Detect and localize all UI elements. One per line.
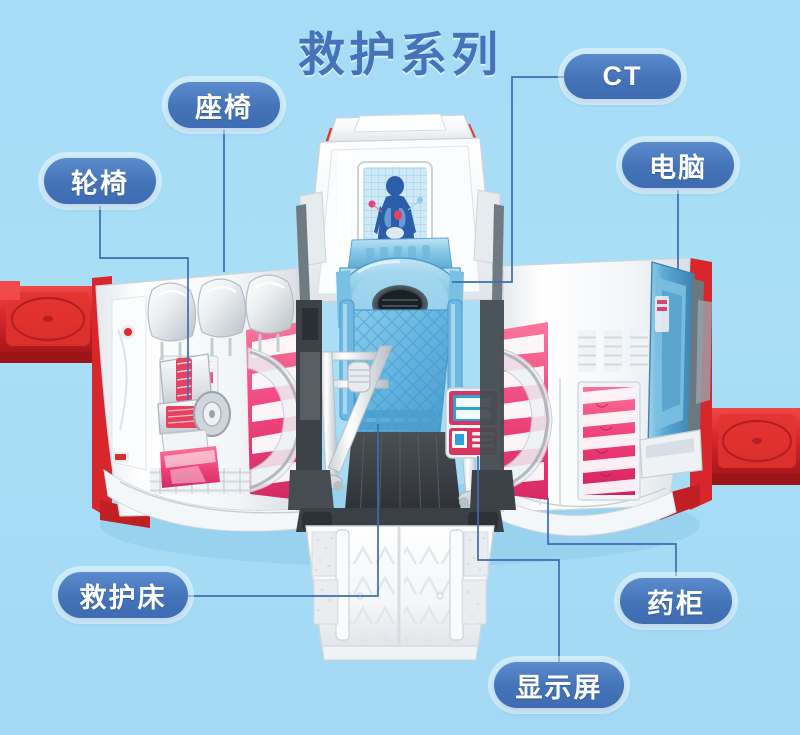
seat-3 (245, 274, 295, 352)
callout-computer[interactable]: 电脑 (622, 142, 734, 188)
callout-wheelchair-label: 轮椅 (71, 168, 129, 199)
computer-desk (639, 261, 712, 479)
exit-ramp (296, 508, 504, 661)
page-title: 救护系列 (298, 28, 502, 81)
ct-gantry-ring (336, 237, 464, 343)
waiting-seats (147, 274, 295, 360)
leader-line-wheelchair (99, 206, 189, 400)
leader-line-screen (477, 456, 560, 662)
callout-screen[interactable]: 显示屏 (494, 662, 624, 708)
medicine-cabinet-panel (577, 381, 641, 501)
left-equipment-column (288, 300, 334, 510)
callout-cabinet-label: 药柜 (647, 588, 705, 619)
callout-screen-label: 显示屏 (515, 672, 603, 703)
callout-seat[interactable]: 座椅 (168, 82, 280, 128)
callout-bed[interactable]: 救护床 (58, 572, 188, 618)
track-left-piece (0, 281, 96, 363)
callout-wheelchair[interactable]: 轮椅 (44, 158, 156, 204)
callout-bed-label: 救护床 (79, 582, 167, 613)
right-equipment-column (470, 300, 516, 510)
callout-computer-label: 电脑 (649, 152, 707, 183)
leader-line-ct (452, 76, 564, 283)
callout-ct[interactable]: CT (564, 54, 681, 99)
callout-seat-label: 座椅 (195, 92, 253, 123)
seat-1 (147, 282, 197, 360)
leader-line-bed (188, 424, 379, 597)
track-right-piece (712, 408, 800, 485)
wheelchair (157, 353, 231, 488)
leader-line-cabinet (547, 498, 677, 576)
cabinet-right-shelves (497, 322, 553, 500)
seat-2 (197, 278, 247, 356)
callout-ct-label: CT (602, 61, 643, 91)
callout-cabinet[interactable]: 药柜 (620, 578, 732, 624)
